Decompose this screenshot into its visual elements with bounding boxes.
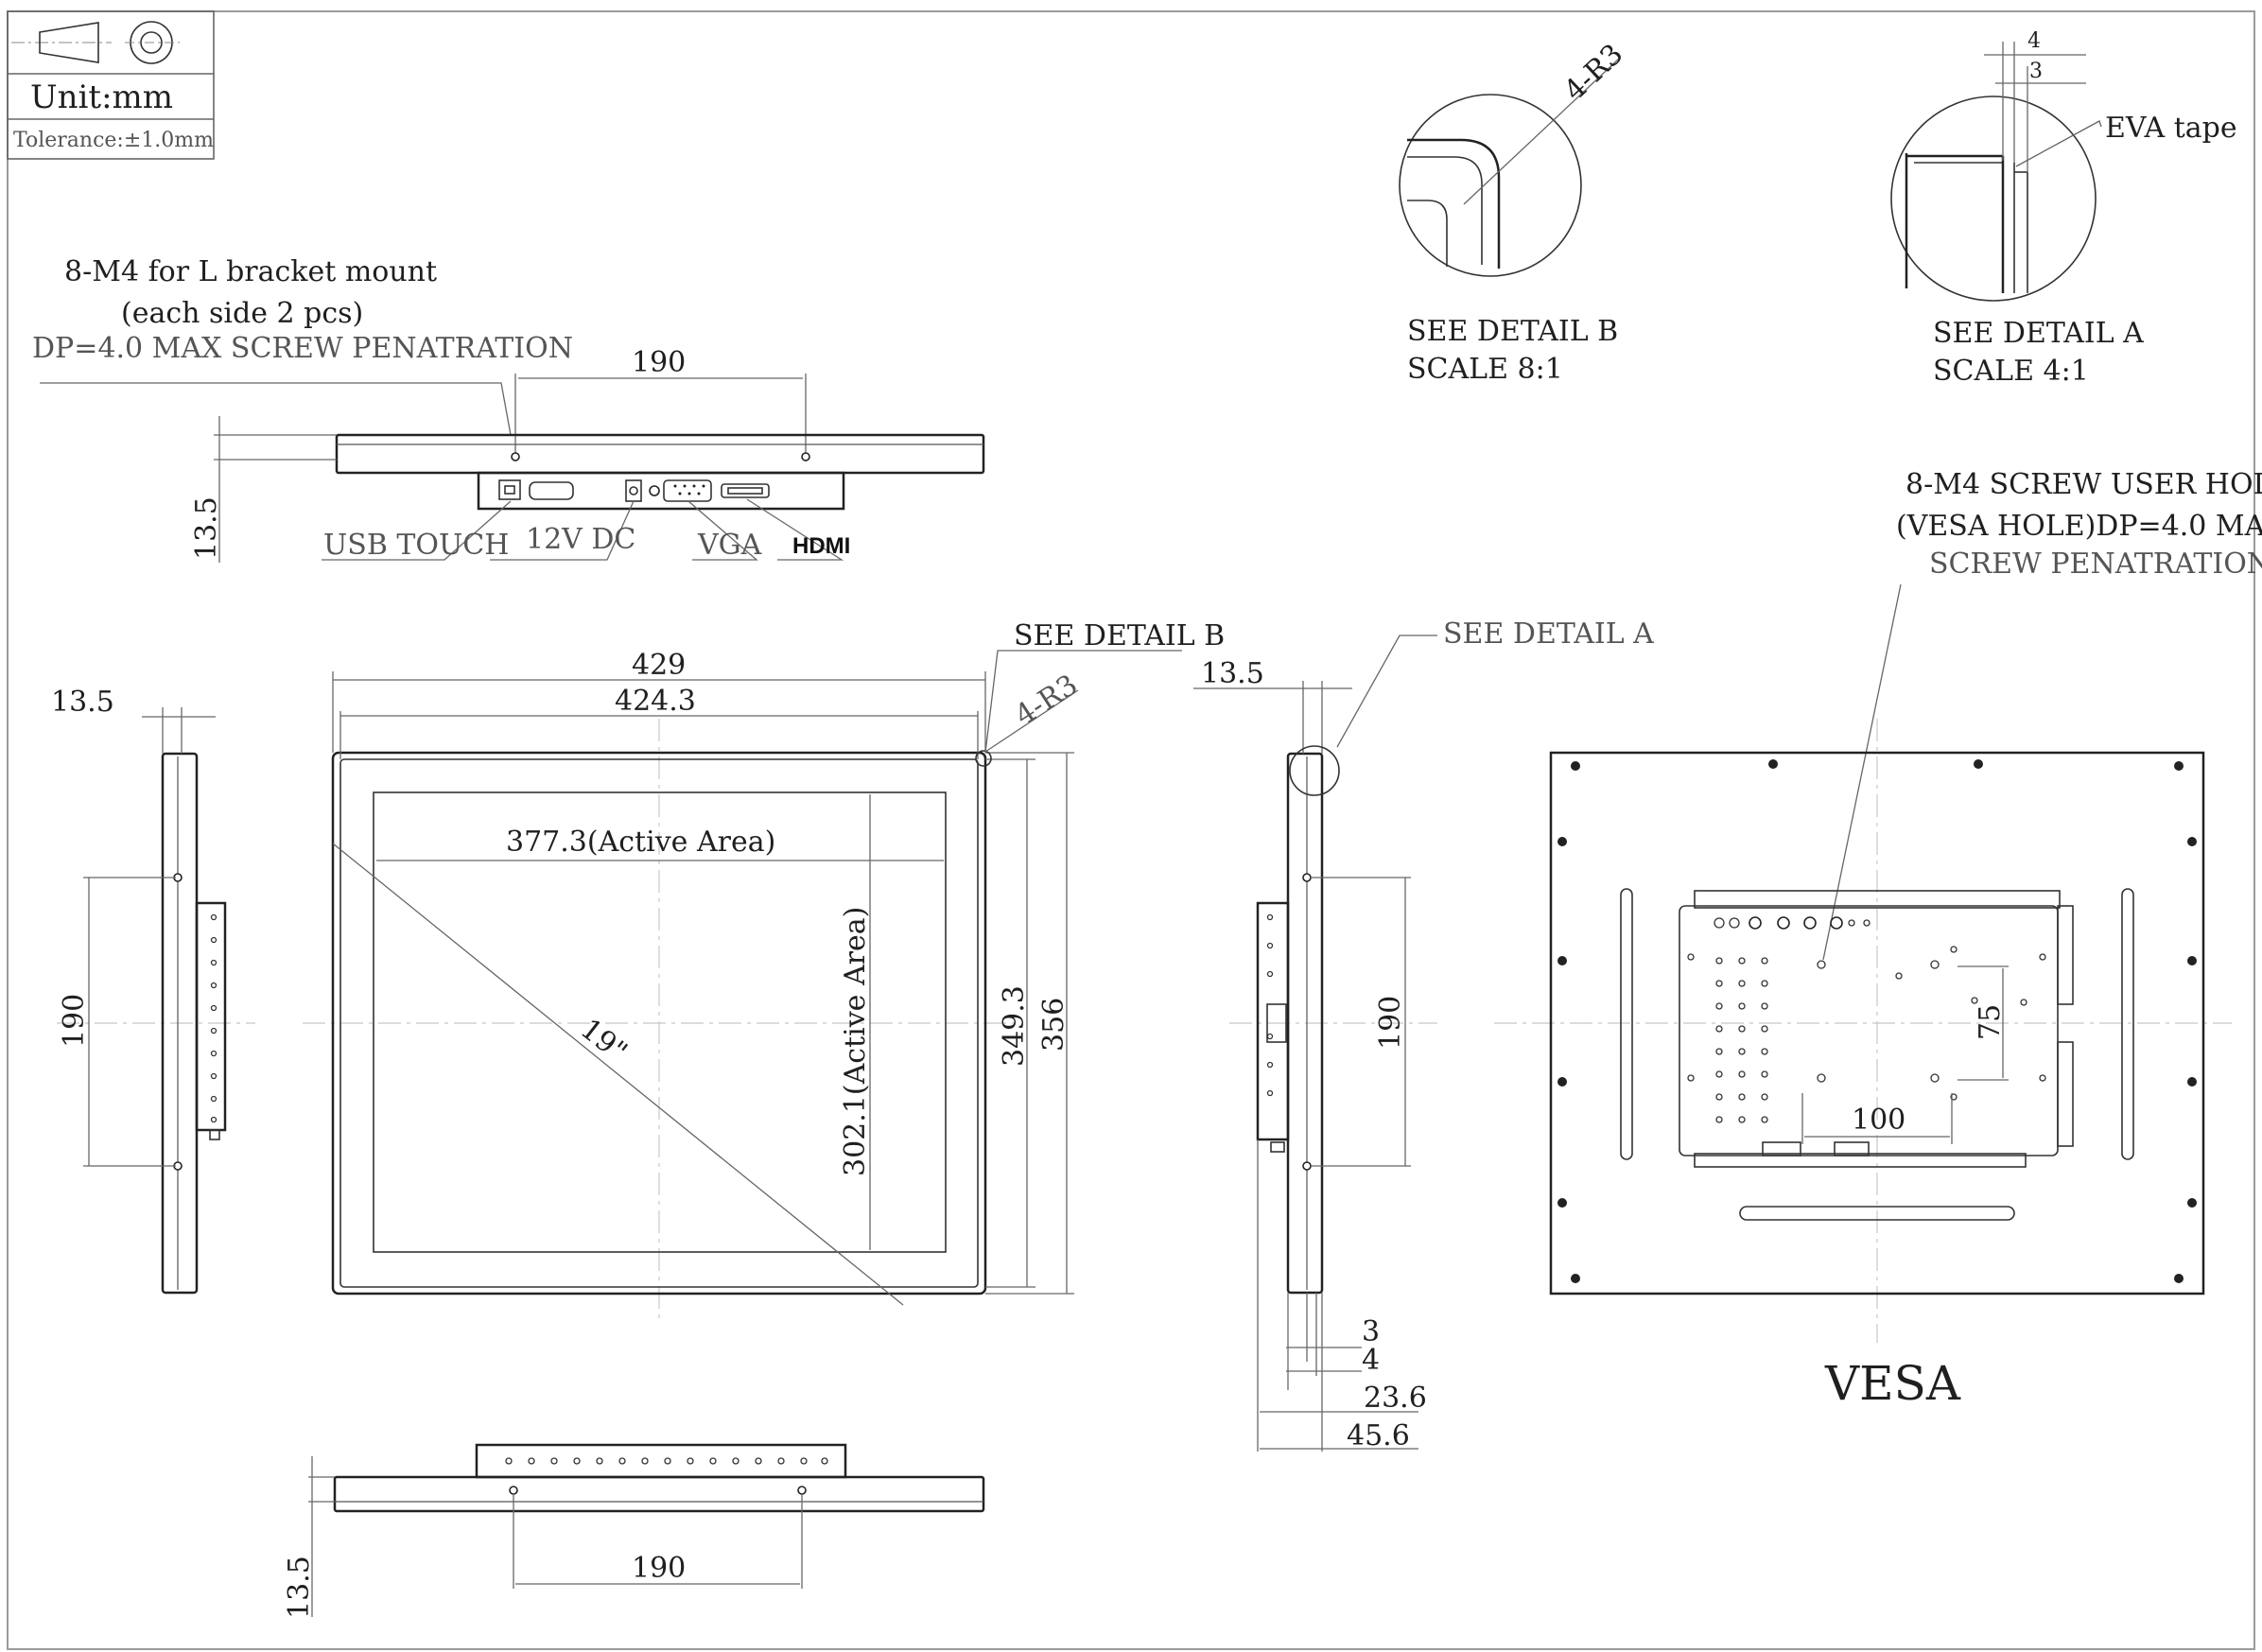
port-label-12v-dc: 12V DC <box>526 523 635 556</box>
dim-349-3: 349.3 <box>998 985 1031 1067</box>
right-dim-3: 3 <box>1362 1315 1380 1348</box>
top-dim-13-5: 13.5 <box>190 496 223 560</box>
left-dim-13-5: 13.5 <box>51 686 114 719</box>
title-block: Unit:mm Tolerance:±1.0mm <box>7 10 215 160</box>
detail-a-label: SEE DETAIL A <box>1933 317 2144 350</box>
vesa-label: VESA <box>1824 1356 1961 1411</box>
detail-a-scale: SCALE 4:1 <box>1933 355 2089 388</box>
top-dim-190: 190 <box>632 346 686 379</box>
detail-a-eva-tape: EVA tape <box>2105 112 2237 145</box>
see-detail-b-callout: SEE DETAIL B <box>1014 619 1225 652</box>
right-dim-45-6: 45.6 <box>1347 1419 1410 1452</box>
bracket-note-line2: (each side 2 pcs) <box>121 297 363 330</box>
detail-b-label: SEE DETAIL B <box>1407 315 1618 348</box>
detail-b: 4-R3 SEE DETAIL B SCALE 8:1 <box>1399 38 1630 386</box>
top-view: 8-M4 for L bracket mount (each side 2 pc… <box>32 255 985 563</box>
right-dim-23-6: 23.6 <box>1364 1382 1427 1415</box>
port-label-vga: VGA <box>697 529 762 562</box>
bottom-view: 190 13.5 <box>283 1443 985 1619</box>
right-dim-190: 190 <box>1374 996 1407 1050</box>
right-dim-13-5: 13.5 <box>1201 657 1264 690</box>
vesa-inner-hole-grid <box>1687 953 2046 1123</box>
vesa-note-line1: 8-M4 SCREW USER HOLE <box>1905 468 2262 501</box>
detail-b-radius: 4-R3 <box>1558 38 1630 108</box>
detail-a: 4 3 EVA tape SEE DETAIL A SCALE 4:1 <box>1890 29 2237 388</box>
vesa-dim-100: 100 <box>1852 1104 1905 1137</box>
front-radius-4-r3: 4-R3 <box>1009 669 1084 733</box>
left-dim-190: 190 <box>58 994 91 1048</box>
diagonal-19-inch: 19" <box>574 1013 634 1069</box>
bracket-note-line1: 8-M4 for L bracket mount <box>64 255 437 288</box>
dim-356: 356 <box>1037 998 1070 1052</box>
vesa-note-line2: (VESA HOLE)DP=4.0 MAX <box>1896 510 2262 543</box>
dim-429: 429 <box>632 649 686 682</box>
left-side-view: 13.5 190 <box>51 686 255 1295</box>
right-side-view: 13.5 SEE DETAIL A 190 3 4 23.6 45.6 <box>1193 617 1654 1452</box>
detail-b-scale: SCALE 8:1 <box>1407 353 1563 386</box>
dim-active-height: 302.1(Active Area) <box>839 907 872 1176</box>
right-dim-4: 4 <box>1362 1344 1380 1377</box>
unit-label: Unit:mm <box>30 78 173 116</box>
detail-a-dim-4: 4 <box>2027 29 2041 53</box>
bottom-dim-13-5: 13.5 <box>283 1556 316 1619</box>
bottom-dim-190: 190 <box>632 1552 686 1585</box>
vesa-dim-75: 75 <box>1974 1004 2007 1040</box>
dim-active-width: 377.3(Active Area) <box>506 826 775 859</box>
detail-a-dim-3: 3 <box>2029 60 2043 83</box>
see-detail-a-callout: SEE DETAIL A <box>1443 617 1654 651</box>
third-angle-projection-icon <box>11 21 180 64</box>
tolerance-label: Tolerance:±1.0mm <box>13 129 214 152</box>
bracket-note-line3: DP=4.0 MAX SCREW PENATRATION <box>32 332 573 365</box>
port-label-usb-touch: USB TOUCH <box>323 529 509 562</box>
dim-424-3: 424.3 <box>615 685 696 718</box>
port-label-hdmi: HDMI <box>792 533 850 559</box>
sheet-border <box>7 10 2255 1650</box>
vesa-note-line3: SCREW PENATRATION <box>1929 548 2262 581</box>
vesa-view: 8-M4 SCREW USER HOLE (VESA HOLE)DP=4.0 M… <box>1494 468 2262 1411</box>
front-view: 429 424.3 377.3(Active Area) 302.1(Activ… <box>303 619 1225 1324</box>
